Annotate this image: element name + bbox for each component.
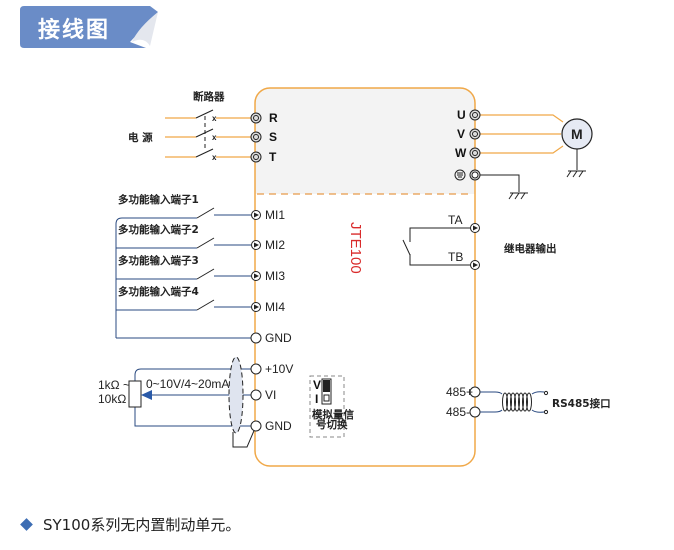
model-label: JTE100 (347, 222, 364, 274)
input-label: 多功能输入端子2 (118, 223, 199, 236)
rs485-section: 485+ 485- RS485接口 (446, 385, 611, 419)
breaker-label: 断路器 (193, 90, 225, 103)
svg-text:VI: VI (265, 388, 276, 402)
breaker-switches (195, 109, 214, 158)
terminal-v: V (457, 127, 481, 141)
motor-label: M (571, 126, 583, 142)
terminal-arrow-icon (254, 212, 259, 218)
pot-range-1: 1kΩ ~ (98, 378, 130, 392)
motor-ground-icon (566, 170, 586, 178)
terminal-s: S (250, 130, 277, 144)
potentiometer (128, 380, 142, 408)
wiper-arrow-icon (141, 390, 152, 400)
inverter-box (254, 87, 476, 467)
svg-text:x: x (212, 133, 217, 142)
svg-text:U: U (457, 108, 466, 122)
terminal-ta: TA (448, 213, 462, 227)
terminal-tb: TB (448, 250, 463, 264)
footnote: SY100系列无内置制动单元。 (20, 514, 240, 535)
bullet-diamond-icon (20, 518, 33, 531)
input-label: 多功能输入端子3 (118, 254, 199, 267)
pot-range-2: 10kΩ (98, 392, 126, 406)
rs485-label: RS485接口 (552, 397, 611, 410)
svg-text:R: R (269, 111, 278, 125)
svg-text:MI4: MI4 (265, 300, 285, 314)
relay-output: TA TB 继电器输出 (402, 213, 557, 270)
svg-text:模拟量信: 模拟量信 (312, 408, 354, 421)
svg-text:MI2: MI2 (265, 238, 285, 252)
header-badge (20, 6, 158, 48)
svg-text:485-: 485- (446, 405, 470, 419)
analog-section: 1kΩ ~ 10kΩ 0~10V/4~20mA +10V VI GND (98, 356, 293, 448)
svg-text:I: I (315, 392, 318, 406)
svg-text:T: T (269, 150, 277, 164)
svg-text:号切换: 号切换 (316, 418, 348, 431)
input-label: 多功能输入端子4 (118, 285, 199, 298)
terminal-gnd-analog (250, 420, 262, 432)
input-switch (196, 299, 215, 311)
signal-range: 0~10V/4~20mA (146, 377, 229, 391)
motor-lines (480, 114, 564, 154)
earth-icon (454, 169, 466, 181)
svg-text:x: x (212, 153, 217, 162)
terminal-w: W (455, 146, 481, 160)
input-common-bus (115, 217, 123, 338)
svg-text:V: V (313, 378, 321, 392)
vi-switch-box: V I 模拟量信 号切换 (309, 375, 354, 438)
svg-text:S: S (269, 130, 277, 144)
svg-text:+10V: +10V (265, 362, 293, 376)
relay-label: 继电器输出 (504, 242, 557, 255)
power-label: 电 源 (128, 131, 153, 144)
shield-ellipse (228, 356, 244, 434)
page-title: 接线图 (38, 18, 111, 43)
choke-coil-icon (502, 392, 532, 412)
terminal-gnd-digital: GND (250, 331, 292, 345)
motor: M (561, 118, 593, 178)
terminal-10v (250, 363, 262, 375)
svg-text:GND: GND (265, 419, 292, 433)
svg-text:W: W (455, 146, 467, 160)
terminal-u: U (457, 108, 481, 122)
breaker-x-marks: x x x (212, 114, 217, 162)
footnote-text: SY100系列无内置制动单元。 (43, 516, 241, 534)
svg-text:485+: 485+ (446, 385, 473, 399)
input-label: 多功能输入端子1 (118, 193, 199, 206)
ground-symbol-icon (508, 192, 528, 200)
input-switch (196, 237, 215, 249)
svg-text:V: V (457, 127, 465, 141)
terminal-r: R (250, 111, 278, 125)
input-switch (196, 268, 215, 280)
terminal-vi (250, 389, 262, 401)
terminal-earth (454, 169, 528, 200)
terminal-arrow-icon (254, 273, 259, 279)
terminal-arrow-icon (254, 304, 259, 310)
svg-text:x: x (212, 114, 217, 123)
svg-text:GND: GND (265, 331, 292, 345)
svg-text:MI1: MI1 (265, 208, 285, 222)
input-switch (196, 207, 215, 219)
power-lines (165, 117, 251, 158)
shield-ground-wire (232, 425, 257, 448)
terminal-arrow-icon (254, 242, 259, 248)
terminal-t: T (250, 150, 277, 164)
svg-text:MI3: MI3 (265, 269, 285, 283)
